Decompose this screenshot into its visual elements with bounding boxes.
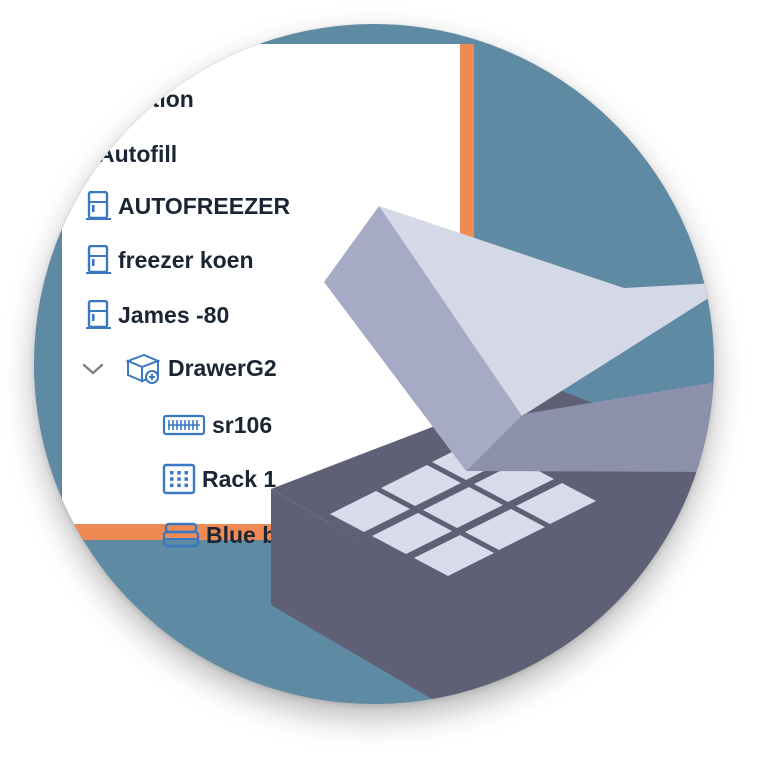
tree-item-label: freezer koen (118, 246, 254, 273)
grid-cell (372, 513, 452, 554)
freezer-icon (86, 245, 112, 275)
hero-circle: Location Autofill AUTOFREEZER freezer ko… (34, 24, 714, 704)
grid-cell (414, 535, 494, 576)
tree-item-james-80[interactable]: James -80 (86, 298, 229, 332)
tree-item-autofill[interactable]: Autofill (92, 137, 177, 171)
grid-cell (516, 483, 596, 524)
tree-item-label: Rack 1 (202, 465, 277, 492)
box-left-face (271, 489, 449, 704)
tree-item-label: James -80 (118, 301, 230, 328)
slide-rack-icon (162, 413, 206, 437)
grid-cell (423, 487, 503, 528)
tree-item-label: AUTOFREEZER (118, 192, 291, 219)
chevron-down-icon[interactable] (81, 362, 105, 376)
drawer-icon (122, 351, 162, 385)
grid-cell (330, 491, 410, 532)
box-right-face (449, 459, 714, 704)
tree-item-drawerg2[interactable]: DrawerG2 (122, 351, 277, 385)
tree-item-rack-1[interactable]: Rack 1 (162, 462, 276, 496)
tree-item-location[interactable]: Location (92, 82, 194, 116)
tree-item-label: Location (98, 85, 194, 112)
lid-top (379, 206, 714, 416)
grid-cell (381, 465, 461, 506)
tree-item-label: Autofill (98, 140, 178, 167)
tree-item-label: sr106 (212, 411, 273, 438)
lid-left-side (324, 206, 524, 471)
storage-box-illustration (271, 206, 714, 704)
tree-item-label: DrawerG2 (168, 354, 277, 381)
tree-item-autofreezer[interactable]: AUTOFREEZER (86, 189, 290, 223)
freezer-icon (86, 300, 112, 330)
bin-icon (162, 520, 200, 550)
grid-cell (465, 509, 545, 550)
tree-item-sr106[interactable]: sr106 (162, 408, 272, 442)
tree-item-freezer-koen[interactable]: freezer koen (86, 243, 254, 277)
lid-front-side (466, 382, 714, 472)
rack-icon (162, 463, 196, 495)
freezer-icon (86, 191, 112, 221)
